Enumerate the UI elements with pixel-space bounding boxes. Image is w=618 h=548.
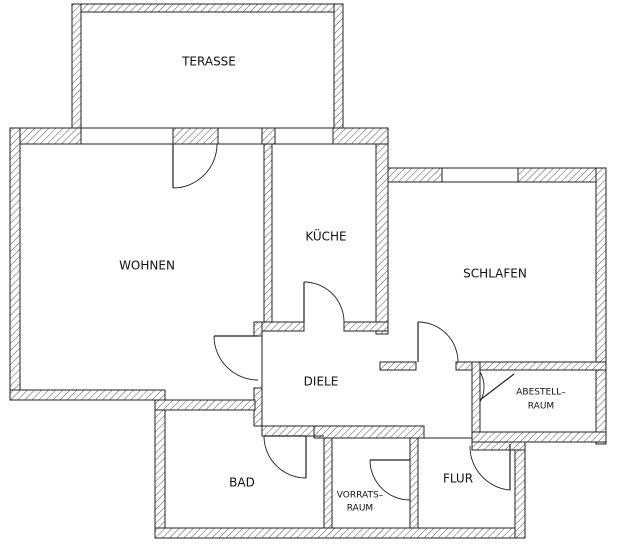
door-kueche [303, 281, 345, 323]
kueche-bottom-wall [253, 321, 389, 332]
label-flur: FLUR [443, 472, 473, 486]
kueche-right-wall [375, 143, 389, 335]
label-abstell-2: RAUM [528, 402, 554, 412]
door-wohnen [213, 335, 259, 381]
label-terasse: TERASSE [181, 55, 236, 69]
label-wohnen: WOHNEN [119, 259, 175, 273]
wohnen-bottom-wall [9, 389, 166, 401]
door-flur [469, 444, 511, 491]
label-schlafen: SCHLAFEN [463, 267, 527, 281]
door-terrace-wohnen [172, 143, 218, 189]
top-wall [9, 127, 389, 145]
label-diele: DIELE [304, 375, 339, 389]
label-abstell-1: ABESTELL– [516, 388, 566, 398]
left-wall [9, 127, 21, 401]
lower-walls [154, 399, 526, 539]
diele-walls [253, 321, 425, 439]
wohnen-kueche-wall [263, 143, 273, 325]
door-vorratsraum [369, 459, 411, 501]
schlafen-walls [379, 167, 607, 445]
label-bad: BAD [229, 476, 255, 490]
label-vorrats-2: RAUM [347, 504, 373, 514]
label-kueche: KÜCHE [305, 228, 346, 244]
door-abstellraum [479, 371, 515, 403]
label-vorrats-1: VORRATS– [337, 491, 384, 501]
door-schlafen [417, 321, 459, 363]
door-bad [263, 435, 307, 479]
